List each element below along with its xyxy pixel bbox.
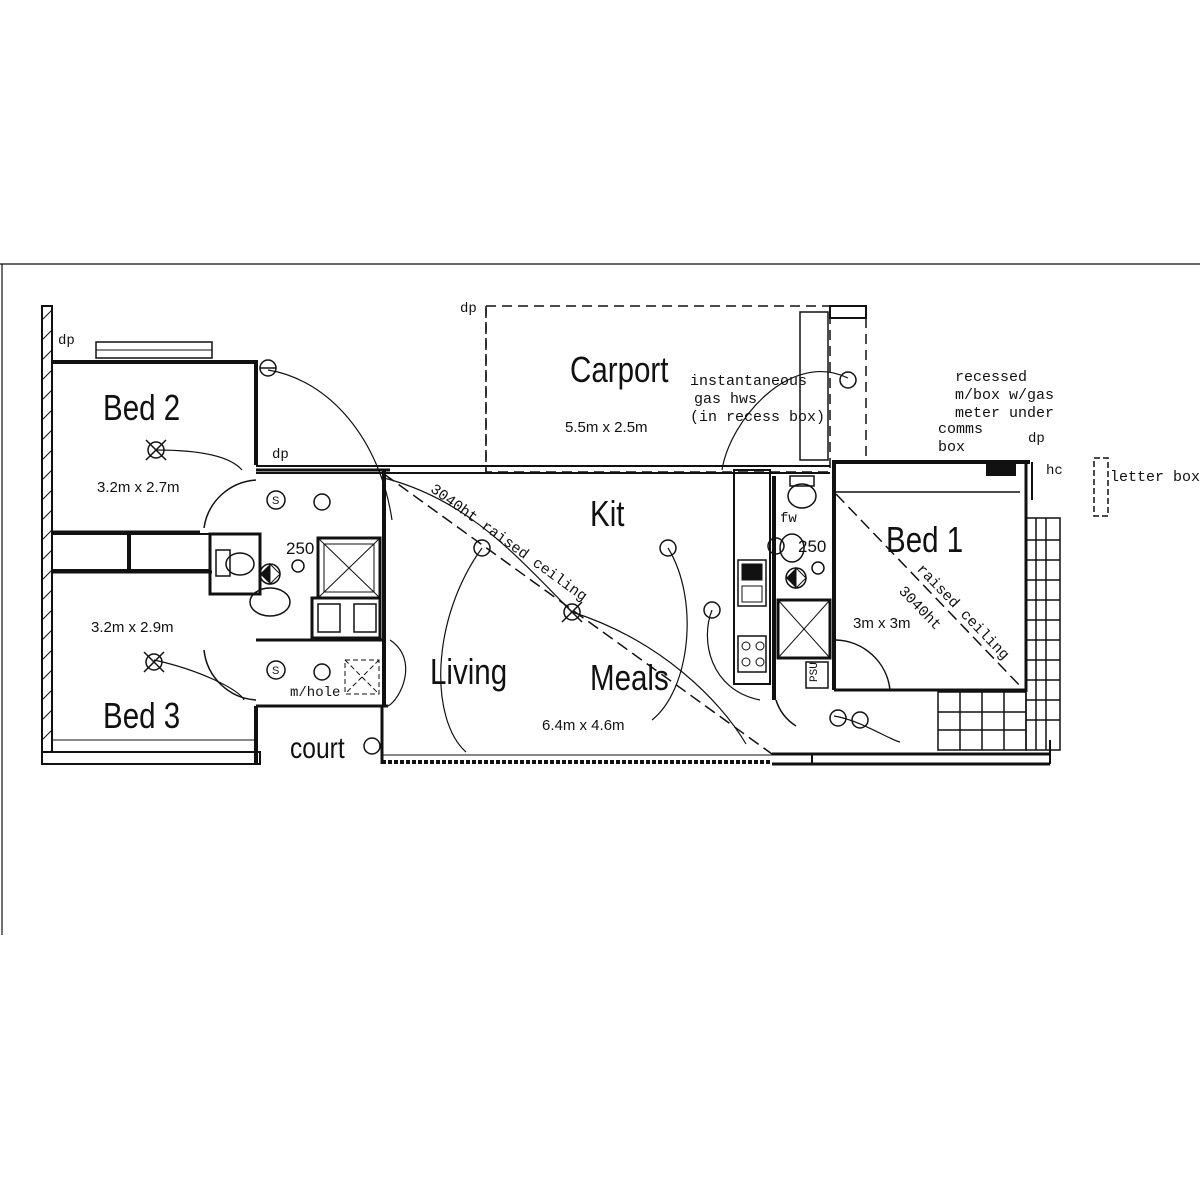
wiring-arc-9 — [833, 715, 901, 743]
wiring-arc-4 — [651, 547, 688, 721]
mbox-note-line1: recessed — [955, 369, 1028, 386]
porch-brick — [937, 691, 1027, 751]
robe-left — [51, 533, 129, 571]
manhole-label: m/hole — [290, 685, 341, 701]
psu-label: PSU — [809, 662, 821, 682]
fw-label: fw — [780, 511, 797, 527]
mbox-note-line3: meter under — [955, 405, 1055, 422]
hws-note-line1: instantaneous — [690, 373, 808, 390]
ensuite-basin — [779, 533, 805, 563]
room-name-court: court — [290, 732, 345, 765]
mbox-note-line2: m/box w/gas — [955, 387, 1055, 404]
robe-right — [129, 533, 211, 571]
cooktop — [737, 635, 767, 673]
dp-label-top-left: dp — [58, 333, 75, 349]
wiring-arc-10 — [387, 639, 407, 707]
ensuite-shower — [776, 598, 832, 660]
door-swing-bed2 — [203, 479, 257, 529]
room-name-bed3: Bed 3 — [103, 695, 181, 736]
smoke-detectors — [266, 490, 286, 680]
carport-store — [799, 311, 829, 461]
room-name-bed1: Bed 1 — [886, 519, 964, 560]
letter-box — [1093, 457, 1109, 517]
room-size-bed3: 3.2m x 2.9m — [91, 619, 174, 636]
room-name-kit: Kit — [590, 493, 625, 534]
hws-note-line2: gas hws — [694, 391, 758, 408]
wiring-arc-8 — [706, 609, 761, 701]
dp-label-right: dp — [1028, 431, 1045, 447]
wiring-arc-2 — [155, 449, 243, 471]
meter-box — [986, 462, 1016, 476]
ensuite-toilet — [787, 483, 817, 509]
room-name-living: Living — [430, 651, 508, 692]
room-name-meals: Meals — [590, 657, 669, 698]
door-swing-entry — [775, 699, 797, 727]
basin-left — [249, 587, 291, 617]
vanity-box — [310, 596, 382, 640]
room-name-carport: Carport — [570, 349, 669, 390]
toilet-bowl-left — [215, 549, 231, 577]
kitchen-bench — [733, 469, 771, 685]
wiring-arc-1 — [267, 369, 393, 521]
svg-text:S: S — [272, 495, 279, 507]
fan-label-right: 250 — [798, 537, 827, 556]
raised-ceiling-line-bed1 — [835, 493, 1025, 691]
wc-room — [208, 532, 262, 596]
wiring-arc-7 — [571, 611, 747, 745]
svg-text:S: S — [272, 665, 279, 677]
carport-post-right — [829, 305, 867, 319]
wiring-arc-5 — [721, 371, 849, 471]
wiring-arc-11 — [153, 659, 245, 701]
comms-note-line1: comms — [938, 421, 984, 438]
dp-label-carport: dp — [460, 301, 477, 317]
bottom-wall-left — [41, 751, 261, 765]
hc-label: hc — [1046, 463, 1063, 479]
smoke-detector-marks: SS — [272, 495, 279, 677]
manhole — [344, 659, 380, 695]
door-swing-ensuite — [835, 639, 891, 691]
light-fittings — [143, 359, 869, 755]
comms-note-line2: box — [938, 439, 966, 456]
left-wall-hatch — [41, 309, 53, 761]
letter-box-label: letter box — [1110, 469, 1200, 486]
room-size-carport: 5.5m x 2.5m — [565, 419, 648, 436]
room-size-bed2: 3.2m x 2.7m — [97, 479, 180, 496]
room-size-meals: 6.4m x 4.6m — [542, 717, 625, 734]
kitchen-sink — [737, 559, 767, 607]
door-swing-bed3 — [203, 649, 257, 701]
fan-fills — [260, 562, 807, 590]
wiring-arc-6 — [383, 477, 573, 613]
hws-note-line3: (in recess box) — [690, 409, 826, 426]
garden-brick-wall — [1025, 517, 1061, 751]
fan-label-left: 250 — [286, 539, 315, 558]
room-name-bed2: Bed 2 — [103, 387, 181, 428]
wiring-arc-3 — [440, 547, 483, 753]
psu-box — [805, 661, 829, 689]
room-size-bed1: 3m x 3m — [853, 615, 911, 632]
dp-label-mid: dp — [272, 447, 289, 463]
